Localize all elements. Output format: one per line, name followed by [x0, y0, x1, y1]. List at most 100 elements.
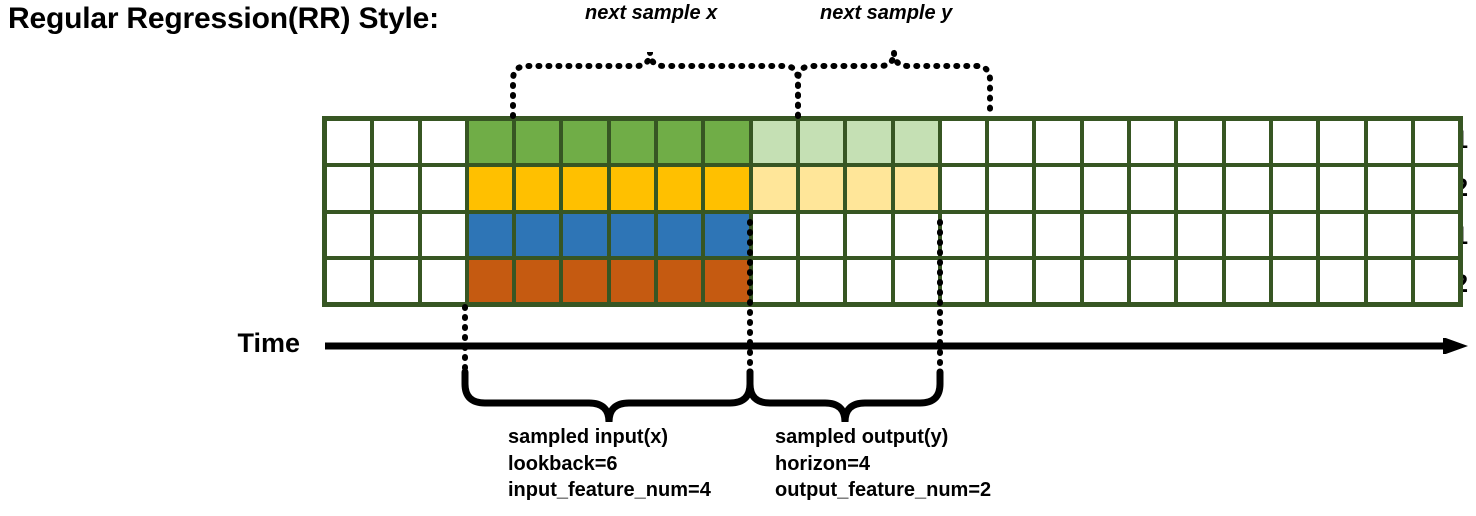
grid-cell — [1414, 213, 1459, 256]
grid-cell — [941, 121, 986, 164]
grid-cell — [516, 213, 560, 256]
grid-cell — [327, 259, 371, 302]
grid-cell — [563, 259, 607, 302]
grid-cell — [610, 121, 655, 164]
grid-cell — [1131, 167, 1175, 210]
grid-cell — [610, 167, 655, 210]
grid-cell — [941, 259, 986, 302]
description-sampled-output: sampled output(y) horizon=4 output_featu… — [775, 424, 991, 504]
time-axis-arrow — [325, 338, 1468, 354]
grid-cell — [989, 167, 1033, 210]
desc-input-line-3: input_feature_num=4 — [508, 479, 711, 502]
grid-cell — [327, 121, 371, 164]
grid-cell — [752, 121, 796, 164]
timeseries-grid — [322, 116, 1463, 307]
grid-cell — [799, 259, 844, 302]
grid-cell — [468, 213, 513, 256]
grid-cell — [563, 213, 607, 256]
grid-cell — [1083, 259, 1128, 302]
grid-cell — [658, 213, 702, 256]
desc-output-line-1: sampled output(y) — [775, 426, 949, 448]
grid-cell — [1225, 259, 1269, 302]
grid-row — [327, 167, 1459, 210]
grid-cell — [658, 167, 702, 210]
grid-cell — [374, 167, 418, 210]
grid-cell — [658, 259, 702, 302]
top-brace-next-sample-y — [795, 51, 993, 119]
grid-cell — [1036, 213, 1080, 256]
desc-input-line-1: sampled input(x) — [508, 426, 669, 448]
grid-cell — [374, 213, 418, 256]
grid-cell — [1083, 167, 1128, 210]
grid-row — [327, 121, 1459, 164]
grid-cell — [705, 213, 749, 256]
grid-cell — [516, 121, 560, 164]
grid-cell — [847, 121, 891, 164]
time-axis-label: Time — [237, 328, 300, 358]
grid-cell — [421, 259, 465, 302]
page-title: Regular Regression(RR) Style: — [8, 2, 439, 35]
grid-cell — [1036, 121, 1080, 164]
grid-cell — [989, 213, 1033, 256]
grid-cell — [1083, 121, 1128, 164]
grid-cell — [1367, 259, 1411, 302]
bottom-brace-sampled-output — [746, 368, 944, 423]
grid-cell — [1414, 259, 1459, 302]
grid-cell — [468, 121, 513, 164]
grid-cell — [610, 259, 655, 302]
grid-cell — [1225, 167, 1269, 210]
top-brace-next-sample-x — [510, 51, 801, 119]
grid-cell — [1320, 213, 1364, 256]
grid-cell — [1272, 259, 1317, 302]
grid-cell — [1178, 213, 1222, 256]
grid-cell — [1367, 121, 1411, 164]
grid-cell — [327, 213, 371, 256]
grid-cell — [847, 167, 891, 210]
grid-cell — [1414, 167, 1459, 210]
grid-cell — [941, 167, 986, 210]
grid-cell — [1178, 259, 1222, 302]
grid-cell — [468, 167, 513, 210]
grid-cell — [610, 213, 655, 256]
grid-cell — [516, 259, 560, 302]
grid-row — [327, 259, 1459, 302]
grid-cell — [563, 121, 607, 164]
grid-cell — [799, 167, 844, 210]
grid-cell — [799, 213, 844, 256]
grid-cell — [894, 213, 938, 256]
grid-cell — [847, 259, 891, 302]
grid-cell — [1131, 213, 1175, 256]
desc-output-line-2: horizon=4 — [775, 452, 871, 475]
grid-cell — [1320, 259, 1364, 302]
grid-cell — [1272, 167, 1317, 210]
grid-cell — [658, 121, 702, 164]
grid-cell — [1367, 167, 1411, 210]
grid-cell — [1178, 121, 1222, 164]
grid-cell — [941, 213, 986, 256]
grid-cell — [563, 167, 607, 210]
grid-cell — [799, 121, 844, 164]
grid-cell — [752, 213, 796, 256]
grid-cell — [894, 121, 938, 164]
grid-cell — [421, 121, 465, 164]
grid-cell — [1131, 259, 1175, 302]
grid-cell — [847, 213, 891, 256]
grid-cell — [1414, 121, 1459, 164]
grid-cell — [1178, 167, 1222, 210]
grid-cell — [1320, 167, 1364, 210]
desc-output-line-3: output_feature_num=2 — [775, 479, 992, 502]
grid-cell — [516, 167, 560, 210]
grid-cell — [705, 259, 749, 302]
brace-label-next-sample-x: next sample x — [585, 2, 718, 24]
description-sampled-input: sampled input(x) lookback=6 input_featur… — [508, 424, 711, 504]
grid-cell — [374, 121, 418, 164]
grid-cell — [705, 121, 749, 164]
grid-cell — [1367, 213, 1411, 256]
grid-cell — [1131, 121, 1175, 164]
grid-cell — [327, 167, 371, 210]
grid-cell — [894, 259, 938, 302]
grid-cell — [1272, 121, 1317, 164]
grid-cell — [1272, 213, 1317, 256]
bottom-brace-sampled-input — [461, 368, 754, 423]
